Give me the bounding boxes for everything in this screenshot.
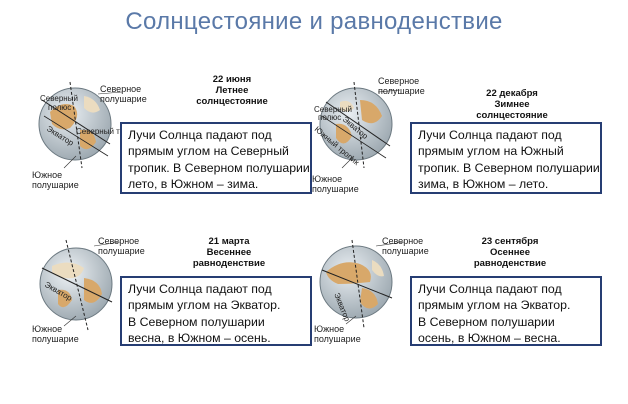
description-line: зима, в Южном – лето. bbox=[418, 177, 549, 192]
south-hemisphere-label-2: полушарие bbox=[32, 180, 79, 190]
panel-heading: 23 сентября Осеннее равноденствие bbox=[450, 236, 570, 269]
description-line: тропик. В Северном полушарии bbox=[418, 160, 600, 175]
north-pole-label-1: Северный bbox=[40, 94, 78, 103]
description-line: тропик. В Северном полушарии bbox=[128, 160, 310, 175]
description-line: весна, в Южном – осень. bbox=[128, 331, 271, 346]
panel-spring-equinox: Экватор Северное полушарие Южное полушар… bbox=[30, 228, 330, 396]
event-label-2: солнцестояние bbox=[476, 110, 548, 121]
date-label: 23 сентября bbox=[481, 236, 539, 247]
date-label: 22 декабря bbox=[486, 88, 538, 99]
panel-heading: 22 декабря Зимнее солнцестояние bbox=[452, 88, 572, 121]
south-hemisphere-label-2: полушарие bbox=[312, 184, 359, 194]
north-hemisphere-label-1: Северное bbox=[378, 76, 419, 86]
north-hemisphere-label-1: Северное bbox=[98, 236, 139, 246]
description-line: В Северном полушарии bbox=[418, 314, 555, 329]
south-hemisphere-label-2: полушарие bbox=[32, 334, 79, 344]
description-line: Лучи Солнца падают под bbox=[418, 282, 562, 296]
event-label-1: Весеннее bbox=[206, 247, 252, 258]
description-line: осень, в Южном – весна. bbox=[418, 331, 561, 346]
tropic-label: Северный тропик bbox=[76, 127, 142, 136]
north-pole-label-2: полюс bbox=[318, 113, 341, 122]
description-box: Лучи Солнца падают под прямым углом на С… bbox=[120, 122, 312, 194]
date-label: 21 марта bbox=[208, 236, 250, 247]
globe-illustration: Северный полюс Экватор Северный тропик С… bbox=[32, 81, 147, 190]
description-line: прямым углом на Экватор. bbox=[418, 298, 571, 313]
description-line: прямым углом на Южный bbox=[418, 144, 564, 159]
description-box: Лучи Солнца падают под прямым углом на Ю… bbox=[410, 122, 602, 194]
description-line: Лучи Солнца падают под bbox=[128, 282, 272, 296]
panel-autumn-equinox: Экватор Северное полушарие Южное полушар… bbox=[312, 228, 612, 396]
north-pole-label-2: полюс bbox=[48, 103, 71, 112]
south-hemisphere-label-1: Южное bbox=[312, 174, 342, 184]
description-line: В Северном полушарии bbox=[128, 314, 265, 329]
description-line: лето, в Южном – зима. bbox=[128, 177, 259, 192]
globe-illustration: Северный полюс Экватор Южный тропик Севе… bbox=[312, 76, 425, 194]
description-line: прямым углом на Экватор. bbox=[128, 298, 281, 313]
page-title: Солнцестояние и равноденствие bbox=[125, 8, 503, 35]
event-label-2: равноденствие bbox=[192, 258, 266, 269]
north-hemisphere-label-1: Северное bbox=[100, 84, 141, 94]
north-hemisphere-label-2: полушарие bbox=[382, 246, 429, 256]
south-hemisphere-label-1: Южное bbox=[32, 170, 62, 180]
event-label-1: Зимнее bbox=[494, 99, 530, 110]
description-line: прямым углом на Северный bbox=[128, 144, 289, 159]
description-line: Лучи Солнца падают под bbox=[128, 128, 272, 142]
south-hemisphere-label-1: Южное bbox=[314, 324, 344, 334]
south-hemisphere-label-1: Южное bbox=[32, 324, 62, 334]
panel-winter-solstice: Северный полюс Экватор Южный тропик Севе… bbox=[312, 72, 612, 240]
globe-illustration: Экватор Северное полушарие Южное полушар… bbox=[314, 236, 429, 344]
north-hemisphere-label-2: полушарие bbox=[378, 86, 425, 96]
panel-summer-solstice: Северный полюс Экватор Северный тропик С… bbox=[30, 72, 330, 240]
date-label: 22 июня bbox=[212, 74, 252, 85]
event-label-2: равноденствие bbox=[473, 258, 547, 269]
north-pole-label-1: Северный bbox=[314, 105, 352, 114]
north-hemisphere-label-1: Северное bbox=[382, 236, 423, 246]
south-hemisphere-label-2: полушарие bbox=[314, 334, 361, 344]
event-label-2: солнцестояние bbox=[196, 96, 268, 107]
description-box: Лучи Солнца падают под прямым углом на Э… bbox=[120, 276, 312, 346]
north-hemisphere-label-2: полушарие bbox=[100, 94, 147, 104]
panel-heading: 22 июня Летнее солнцестояние bbox=[172, 74, 292, 107]
north-hemisphere-label-2: полушарие bbox=[98, 246, 145, 256]
description-box: Лучи Солнца падают под прямым углом на Э… bbox=[410, 276, 602, 346]
description-line: Лучи Солнца падают под bbox=[418, 128, 562, 142]
panel-heading: 21 марта Весеннее равноденствие bbox=[174, 236, 284, 269]
event-label-1: Летнее bbox=[215, 85, 249, 96]
event-label-1: Осеннее bbox=[490, 247, 530, 258]
globe-illustration: Экватор Северное полушарие Южное полушар… bbox=[32, 236, 145, 344]
